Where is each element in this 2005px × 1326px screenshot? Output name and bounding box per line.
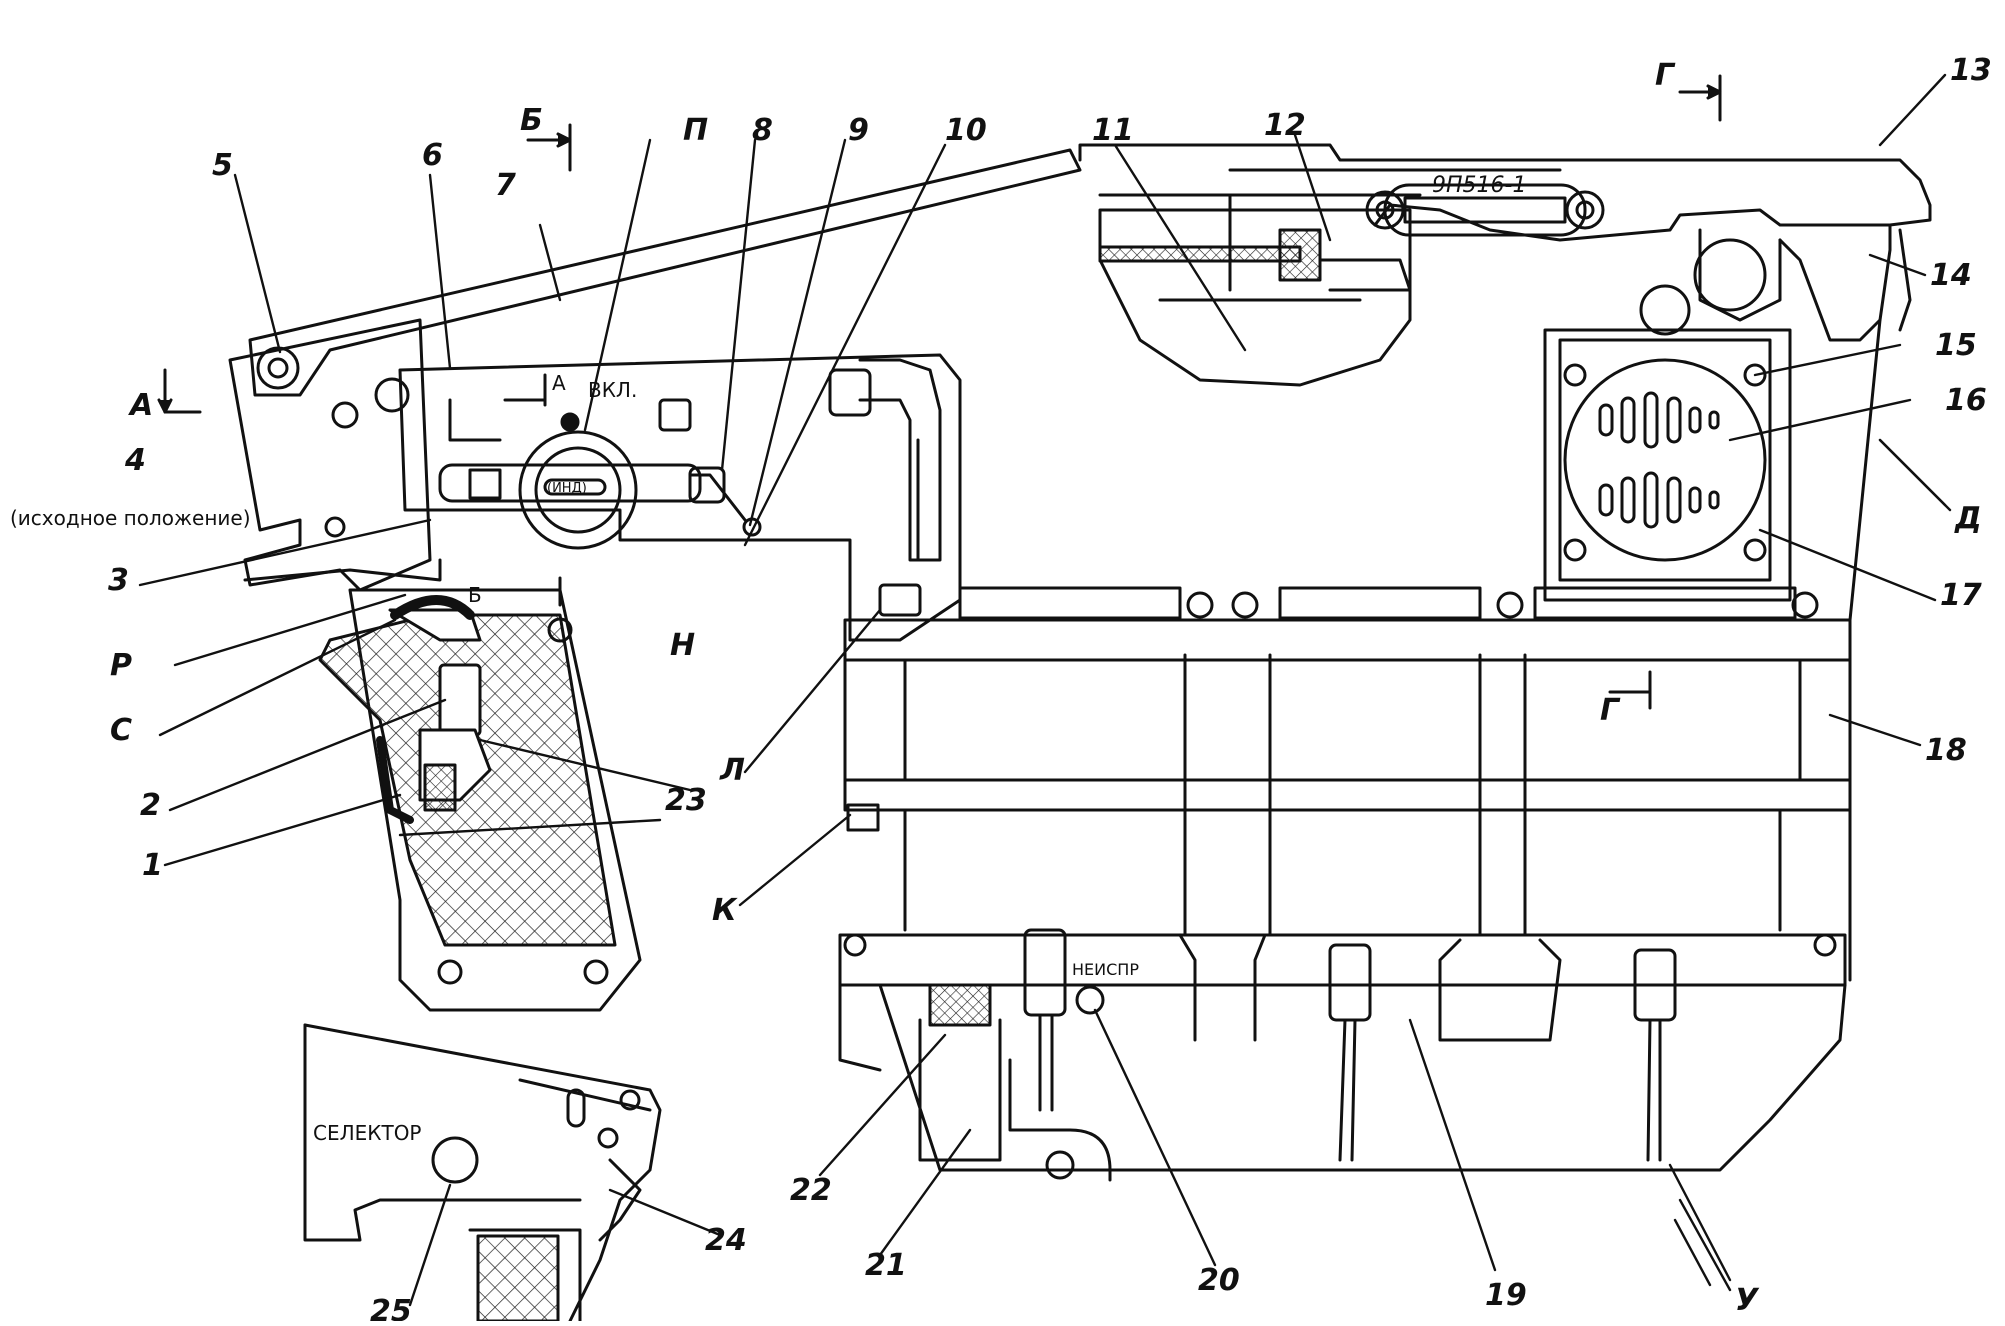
callout-22: 22 <box>790 1173 832 1208</box>
speaker-plate <box>1543 328 1792 602</box>
body-rods <box>1183 653 1527 937</box>
callout-14: 14 <box>1930 258 1972 293</box>
callout-25: 25 <box>370 1294 412 1321</box>
pistol-grip <box>318 588 642 1012</box>
section-markers <box>157 74 1722 710</box>
callout-11: 11 <box>1092 113 1134 148</box>
speaker-grille <box>1598 391 1720 529</box>
section-g-mid: Г <box>1600 693 1621 728</box>
callout-l: Л <box>719 753 745 788</box>
callout-18: 18 <box>1925 733 1967 768</box>
switch-housing <box>398 353 962 642</box>
switch-knob <box>518 430 638 550</box>
callout-10: 10 <box>945 113 987 148</box>
callout-4-note: (исходное положение) <box>10 506 251 530</box>
callout-4: 4 <box>124 443 146 478</box>
callout-r: Р <box>110 648 132 683</box>
handle-mechanism <box>228 318 442 592</box>
callout-8: 8 <box>752 113 773 148</box>
callout-20: 20 <box>1198 1263 1240 1298</box>
callout-u: У <box>1735 1283 1760 1318</box>
main-body <box>843 583 1852 937</box>
callout-9: 9 <box>848 113 869 148</box>
callout-23: 23 <box>665 783 707 818</box>
marking-labels: ВКЛ. 9П516-1 НЕИСПР СЕЛЕКТОР (ИНД) <box>313 173 1526 1145</box>
callout-labels: 5 6 7 Б П 8 9 10 11 12 Г 13 14 15 16 Д 1… <box>10 53 1992 1326</box>
selector-label: СЕЛЕКТОР <box>313 1121 422 1145</box>
selector-knob <box>431 1136 479 1184</box>
callout-d: Д <box>1954 501 1982 536</box>
callout-h: Н <box>670 628 695 663</box>
section-a-left: А <box>128 388 153 423</box>
leader-lines <box>138 73 1952 1307</box>
callout-s: С <box>110 713 132 748</box>
callout-5: 5 <box>212 148 233 183</box>
section-b-mid: Б <box>468 583 482 607</box>
callout-12: 12 <box>1264 108 1306 143</box>
knob-label: (ИНД) <box>547 481 587 496</box>
callout-7: 7 <box>495 168 516 203</box>
section-g-top: Г <box>1655 58 1676 93</box>
callout-6: 6 <box>422 138 443 173</box>
callout-21: 21 <box>865 1248 907 1283</box>
callout-p: П <box>683 113 708 148</box>
callout-17: 17 <box>1940 578 1982 613</box>
right-casing-edge <box>1848 318 1882 982</box>
selector-fragment <box>303 1023 662 1323</box>
callout-19: 19 <box>1485 1278 1527 1313</box>
section-a-mid: А <box>552 371 566 395</box>
callout-k: К <box>712 893 738 928</box>
callout-3: 3 <box>108 563 129 598</box>
callout-24: 24 <box>705 1223 747 1258</box>
upper-lever <box>248 148 1082 397</box>
lower-tray <box>838 928 1847 1182</box>
fault-label: НЕИСПР <box>1072 960 1139 979</box>
callout-15: 15 <box>1935 328 1977 363</box>
switch-on-label: ВКЛ. <box>588 378 637 402</box>
cutaway-section <box>1098 193 1412 387</box>
callout-13: 13 <box>1950 53 1992 88</box>
callout-2: 2 <box>140 788 161 823</box>
vertical-rod <box>858 358 942 562</box>
callout-1: 1 <box>142 848 163 883</box>
callout-16: 16 <box>1945 383 1987 418</box>
section-b-top: Б <box>520 103 543 138</box>
nameplate-label: 9П516-1 <box>1432 173 1526 198</box>
